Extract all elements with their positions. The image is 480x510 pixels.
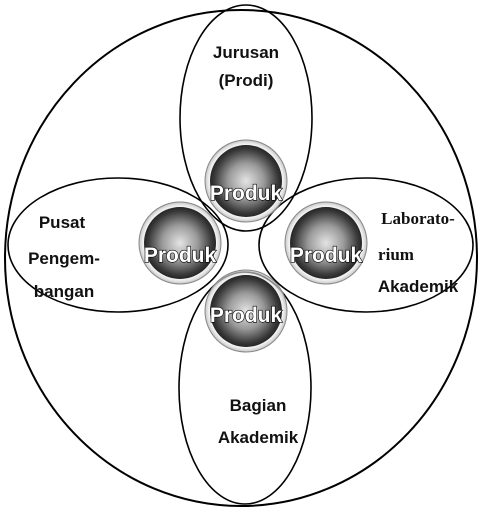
product-sphere-top <box>205 140 287 222</box>
unit-left-line1: Pusat <box>39 213 86 232</box>
product-label-bottom: Produk <box>210 304 283 327</box>
unit-right-line1: Laborato- <box>381 209 455 228</box>
product-label-right: Produk <box>290 244 363 267</box>
unit-right-line3: Akademik <box>378 277 459 296</box>
product-label-left: Produk <box>144 244 217 267</box>
unit-right-line2: rium <box>378 245 414 264</box>
unit-left-line3: bangan <box>34 282 94 301</box>
product-sphere-left <box>139 202 221 284</box>
unit-top-line1: Jurusan <box>213 43 279 62</box>
unit-bottom-line2: Akademik <box>218 428 299 447</box>
unit-left-line2: Pengem- <box>28 249 100 268</box>
unit-bottom-line1: Bagian <box>230 396 287 415</box>
unit-top-line2: (Prodi) <box>219 71 274 90</box>
product-label-top: Produk <box>210 182 283 205</box>
product-sphere-right <box>285 202 367 284</box>
